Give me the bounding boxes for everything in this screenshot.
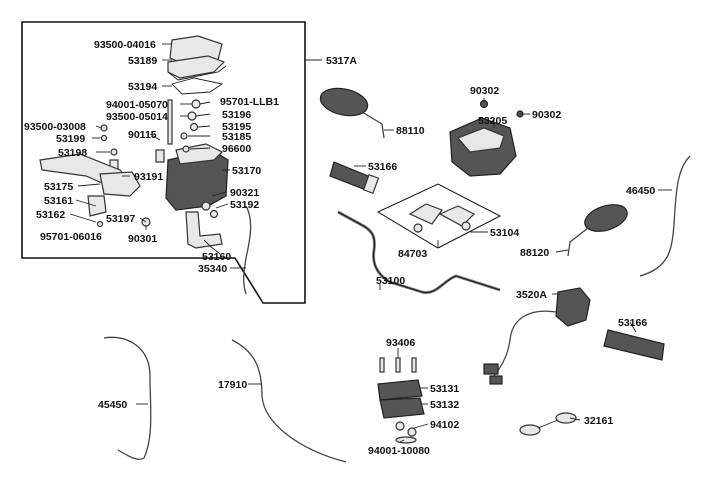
label-53196: 53196 [222, 109, 251, 121]
label-90302-top: 90302 [470, 85, 499, 97]
label-53160: 53160 [202, 251, 231, 263]
left-mirror [319, 87, 385, 139]
label-53192: 53192 [230, 199, 259, 211]
label-93500-03008: 93500-03008 [24, 121, 86, 133]
label-46450: 46450 [626, 185, 655, 197]
label-96600: 96600 [222, 143, 251, 155]
label-53100: 53100 [376, 275, 405, 287]
part-32161 [519, 412, 577, 436]
label-90302-right: 90302 [532, 109, 561, 121]
label-53197: 53197 [106, 213, 135, 225]
switch-3520a [483, 287, 591, 385]
label-53205: 53205 [478, 115, 507, 127]
label-90301: 90301 [128, 233, 157, 245]
label-17910: 17910 [218, 379, 247, 391]
label-93500-04016: 93500-04016 [94, 39, 156, 51]
label-90321: 90321 [230, 187, 259, 199]
label-53199: 53199 [56, 133, 85, 145]
label-5317a: 5317A [326, 55, 357, 67]
cable-46450 [639, 155, 691, 277]
label-88120: 88120 [520, 247, 549, 259]
label-93191: 93191 [134, 171, 163, 183]
cable-17910 [231, 339, 347, 463]
label-53162: 53162 [36, 209, 65, 221]
label-53189: 53189 [128, 55, 157, 67]
label-93500-05014: 93500-05014 [106, 111, 168, 123]
inset-frame [21, 21, 306, 304]
label-95701-06016: 95701-06016 [40, 231, 102, 243]
label-95701-llb1: 95701-LLB1 [220, 96, 279, 108]
label-93406: 93406 [386, 337, 415, 349]
handlebar-cover [449, 99, 524, 177]
label-53185: 53185 [222, 131, 251, 143]
right-grip [603, 329, 665, 361]
label-53170: 53170 [232, 165, 261, 177]
leader-lines [69, 43, 672, 443]
label-32161: 32161 [584, 415, 613, 427]
label-53161: 53161 [44, 195, 73, 207]
label-35340: 35340 [198, 263, 227, 275]
label-53194: 53194 [128, 81, 157, 93]
label-45450: 45450 [98, 399, 127, 411]
label-90115: 90115 [128, 129, 157, 141]
brake-master-cylinder-group [39, 35, 252, 295]
label-3520a: 3520A [516, 289, 547, 301]
label-88110: 88110 [396, 125, 425, 137]
bracket-84703 [408, 203, 476, 233]
label-53175: 53175 [44, 181, 73, 193]
label-53131: 53131 [430, 383, 459, 395]
label-94001-05070: 94001-05070 [106, 99, 168, 111]
label-53166-left: 53166 [368, 161, 397, 173]
label-53166-right: 53166 [618, 317, 647, 329]
holder-group [377, 357, 425, 444]
bracket-box [376, 183, 502, 249]
label-94102: 94102 [430, 419, 459, 431]
label-53195: 53195 [222, 121, 251, 133]
label-53132: 53132 [430, 399, 459, 411]
cable-45450 [103, 336, 152, 460]
handlebar [337, 210, 501, 295]
label-94001-10080: 94001-10080 [368, 445, 430, 457]
right-mirror [567, 204, 628, 257]
label-53104: 53104 [490, 227, 519, 239]
label-53198: 53198 [58, 147, 87, 159]
part-labels: 93500-04016 53189 53194 94001-05070 9570… [24, 39, 655, 457]
label-84703: 84703 [398, 248, 427, 260]
left-grip [329, 161, 380, 194]
